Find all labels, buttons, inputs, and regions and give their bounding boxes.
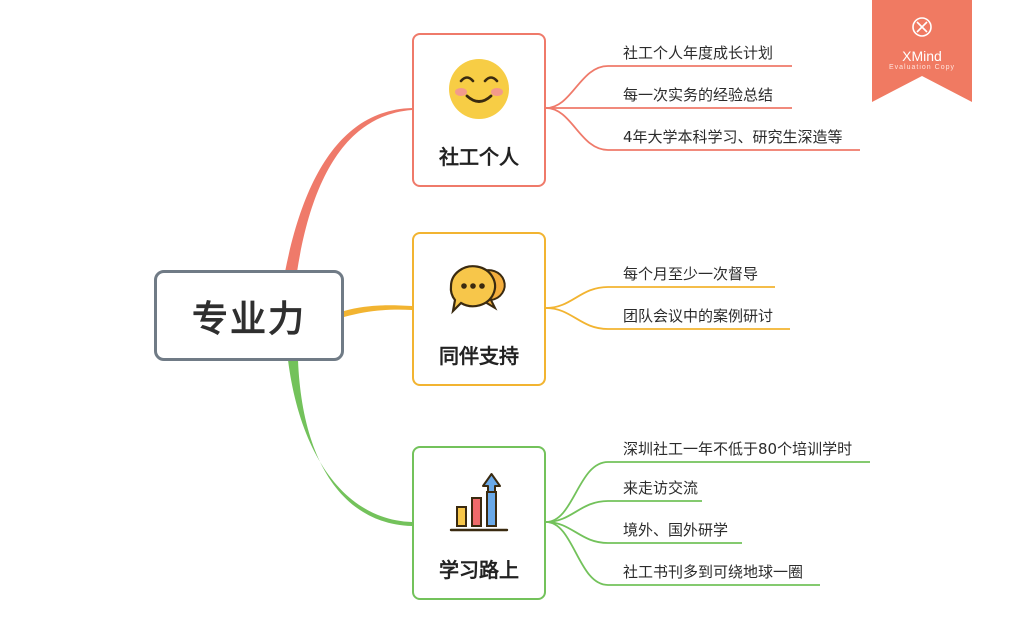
xmind-watermark: XMind Evaluation Copy — [872, 0, 972, 102]
connector-root-branch-3 — [288, 360, 412, 526]
branch-node-peer-support[interactable]: 同伴支持 — [412, 232, 546, 386]
chat-bubbles-icon — [449, 265, 506, 315]
leaf-item[interactable]: 深圳社工一年不低于80个培训学时 — [623, 440, 853, 458]
leaf-item[interactable]: 境外、国外研学 — [623, 521, 729, 539]
connectors-branch-1 — [545, 65, 860, 151]
watermark-logo-text: XMind — [902, 48, 942, 64]
watermark-badge-shape — [872, 0, 972, 102]
growth-chart-icon — [449, 473, 509, 532]
leaf-item[interactable]: 每个月至少一次督导 — [623, 265, 759, 283]
branch-label: 同伴支持 — [439, 344, 519, 368]
connectors-branch-2 — [545, 286, 790, 330]
leaf-item[interactable]: 社工书刊多到可绕地球一圈 — [623, 563, 804, 581]
connector-root-branch-1 — [285, 108, 412, 272]
connector-root-branch-2 — [344, 305, 412, 317]
connectors-branch-3 — [545, 461, 870, 586]
root-label: 专业力 — [191, 298, 306, 340]
root-node[interactable]: 专业力 — [154, 270, 344, 361]
branch-label: 社工个人 — [439, 145, 519, 169]
leaf-item[interactable]: 每一次实务的经验总结 — [623, 86, 774, 104]
smiley-face-icon — [449, 59, 509, 119]
leaf-item[interactable]: 4年大学本科学习、研究生深造等 — [623, 128, 843, 146]
branch-label: 学习路上 — [439, 558, 519, 582]
branch-node-personal[interactable]: 社工个人 — [412, 33, 546, 187]
leaf-item[interactable]: 团队会议中的案例研讨 — [623, 307, 774, 325]
leaf-item[interactable]: 来走访交流 — [623, 479, 699, 497]
branch-node-learning[interactable]: 学习路上 — [412, 446, 546, 600]
leaf-item[interactable]: 社工个人年度成长计划 — [623, 44, 774, 62]
watermark-subtitle: Evaluation Copy — [889, 64, 955, 71]
